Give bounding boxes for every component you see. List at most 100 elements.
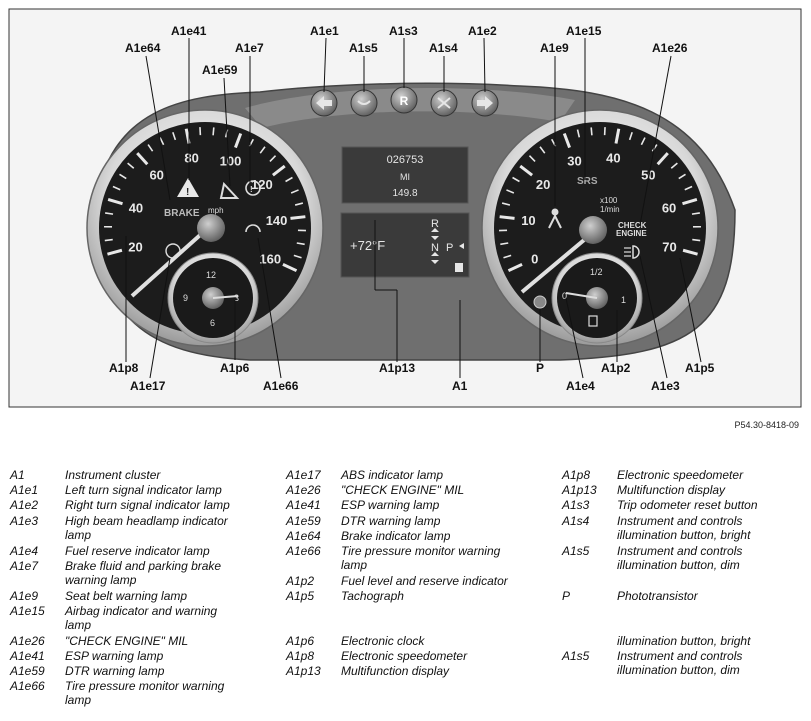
legend-description: Instrument and controls illumination but… — [617, 544, 743, 572]
legend-description: Instrument cluster — [65, 468, 161, 482]
callout-a1e4: A1e4 — [566, 379, 595, 393]
speedo-tick — [127, 162, 135, 169]
svg-text:!: ! — [186, 187, 189, 198]
callout-a1e59: A1e59 — [202, 63, 238, 77]
legend-description: Right turn signal indicator lamp — [65, 498, 230, 512]
tacho-number: 40 — [606, 150, 620, 165]
legend-description: Instrument and controls illumination but… — [617, 514, 751, 542]
legend-description: Instrument and controls illumination but… — [617, 649, 743, 677]
bright-icon — [437, 97, 451, 109]
callout-a1e7: A1e7 — [235, 41, 264, 55]
seat-belt-icon — [551, 208, 559, 216]
speedo-needle — [130, 226, 210, 298]
left-arrow-icon — [316, 96, 332, 110]
legend-description: Phototransistor — [617, 589, 698, 603]
callout-a1e1: A1e1 — [310, 24, 339, 38]
callout-a1p13: A1p13 — [379, 361, 415, 375]
legend-description: ESP warning lamp — [65, 649, 164, 663]
figure-reference: P54.30-8418-09 — [734, 420, 799, 430]
clock-6: 6 — [210, 318, 215, 328]
tacho-number: 50 — [641, 168, 655, 183]
tacho-number: 60 — [662, 201, 676, 216]
tacho-tick — [503, 254, 512, 259]
legend-code: A1p8 — [286, 649, 315, 663]
trip-reset-label: R — [400, 94, 409, 108]
speedo-tick — [259, 146, 266, 154]
clock-3: 3 — [234, 293, 239, 303]
speedo-tick — [112, 185, 121, 191]
brake-fluid-icon — [245, 180, 261, 196]
speedo-tick — [282, 262, 298, 273]
tacho-unit-bottom: 1/min — [600, 205, 620, 214]
brake-label: BRAKE — [164, 208, 200, 219]
legend-code: A1s5 — [562, 649, 590, 663]
gear-n: N — [431, 242, 439, 254]
dtr-warning-icon — [219, 181, 240, 199]
tacho-tick — [691, 212, 700, 215]
speedo-hub — [197, 214, 225, 242]
svg-text:!: ! — [250, 185, 253, 194]
legend-description: Multifunction display — [341, 664, 450, 678]
speedo-tick — [147, 144, 154, 152]
callout-a1p5: A1p5 — [685, 361, 715, 375]
srs-label: SRS — [577, 176, 598, 187]
legend-code: A1e59 — [286, 514, 321, 528]
callout-a1e64: A1e64 — [125, 41, 161, 55]
legend-code: A1p5 — [286, 589, 315, 603]
legend-description: Fuel reserve indicator lamp — [65, 544, 210, 558]
speedo-number: 120 — [251, 177, 273, 192]
legend-code: A1e66 — [286, 544, 321, 558]
tacho-number: 30 — [567, 154, 581, 169]
speedo-number: 160 — [259, 251, 281, 266]
legend-description: Tire pressure monitor warning lamp — [341, 544, 501, 572]
legend-description: Electronic speedometer — [617, 468, 744, 482]
tacho-tick — [500, 242, 509, 246]
clock-9: 9 — [183, 293, 188, 303]
tacho-tick — [512, 176, 520, 183]
tacho-tick — [682, 248, 698, 256]
speedo-tick — [172, 132, 177, 141]
legend-code: A1e15 — [10, 604, 45, 618]
legend-code: A1p13 — [562, 483, 597, 497]
tacho-tick — [628, 132, 633, 141]
outside-temperature: +72°F — [350, 238, 385, 253]
legend-code: A1e66 — [10, 679, 45, 693]
trip-value: 149.8 — [392, 188, 417, 199]
legend-description: Electronic speedometer — [341, 649, 468, 663]
speedo-tick — [104, 238, 113, 242]
speedo-tick — [296, 242, 305, 246]
speedo-tick — [105, 212, 114, 215]
callout-a1e3: A1e3 — [651, 379, 680, 393]
tire-pressure-icon — [245, 224, 261, 233]
tacho-tick — [684, 185, 693, 191]
high-beam-icon — [632, 245, 640, 259]
legend-code: A1e2 — [10, 498, 39, 512]
speedo-tick — [136, 152, 149, 166]
tacho-tick — [640, 137, 646, 146]
legend-code: A1e26 — [10, 634, 45, 648]
legend-code: A1e9 — [10, 589, 39, 603]
multifunction-display: 026753 MI 149.8 +72°F R N P — [340, 146, 470, 278]
callout-a1s3: A1s3 — [389, 24, 418, 38]
callout-p: P — [536, 361, 544, 375]
legend-code: A1e64 — [286, 529, 321, 543]
tacho-number: 0 — [531, 251, 538, 266]
fuel-full: 1 — [621, 295, 626, 305]
speedo-tick — [107, 248, 123, 256]
legend-description: Tire pressure monitor warning lamp — [65, 679, 225, 707]
speedo-tick — [234, 132, 243, 149]
callout-a1e2: A1e2 — [468, 24, 497, 38]
tacho-tick — [507, 262, 523, 273]
callout-a1e17: A1e17 — [130, 379, 166, 393]
speedo-tick — [293, 254, 302, 259]
speedo-tick — [212, 127, 215, 136]
odometer-unit: MI — [400, 172, 410, 182]
top-button-row: R — [310, 86, 499, 117]
legend-description: Airbag indicator and warning lamp — [65, 604, 218, 632]
callout-a1p8: A1p8 — [109, 361, 139, 375]
speedo-number: 60 — [149, 168, 163, 183]
tacho-tick — [562, 132, 571, 149]
